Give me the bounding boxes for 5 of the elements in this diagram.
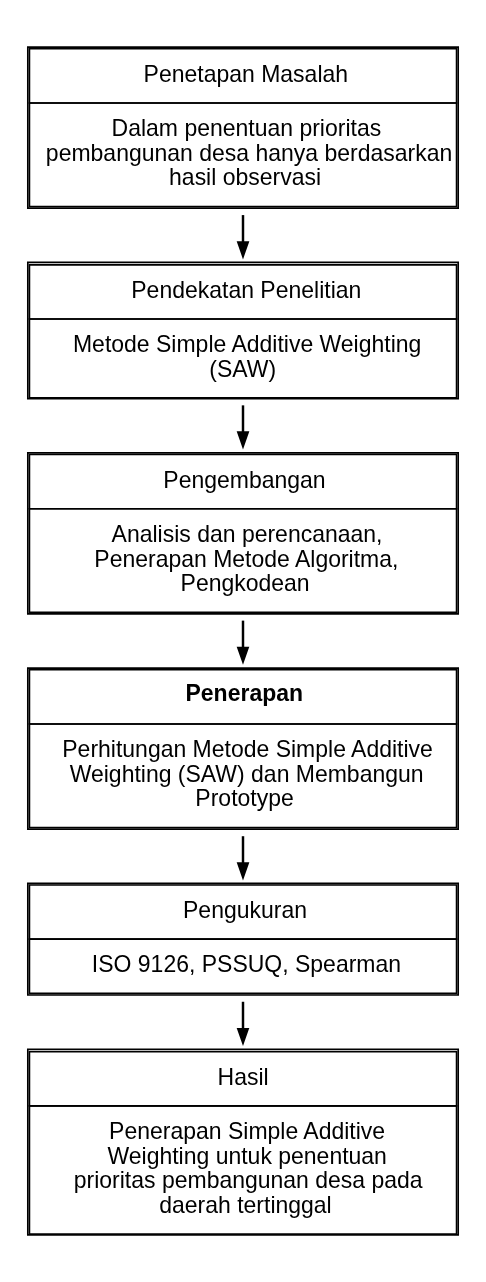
arrow <box>236 836 250 881</box>
arrow <box>236 620 250 665</box>
arrow <box>236 1001 250 1046</box>
arrow <box>236 215 250 260</box>
arrow <box>236 405 250 450</box>
